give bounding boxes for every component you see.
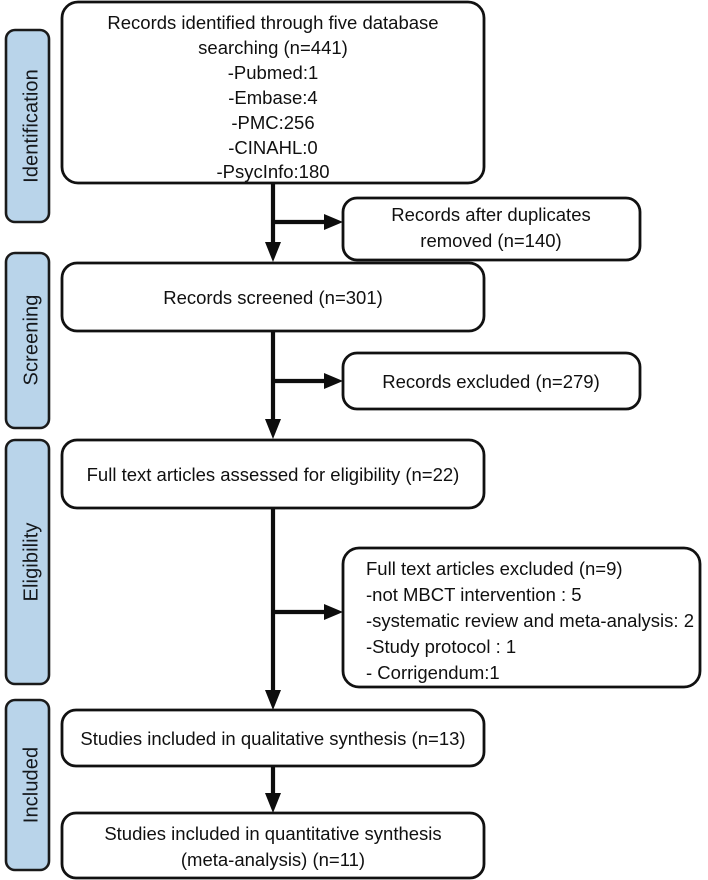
- node-records-identified-line-3: -Pubmed:1: [228, 62, 319, 83]
- stage-bar-included-rect: [4, 698, 51, 872]
- node-duplicates-removed-rect[interactable]: [341, 196, 642, 262]
- node-records-screened-rect[interactable]: [60, 261, 486, 333]
- node-full-text-assessed-rect[interactable]: [60, 438, 486, 510]
- arrowhead-right-2: [324, 373, 343, 389]
- node-records-identified-rect[interactable]: [60, 0, 486, 185]
- node-qualitative-synthesis[interactable]: Studies included in qualitative synthesi…: [60, 708, 486, 768]
- arrowhead-down-4: [265, 793, 281, 813]
- node-duplicates-removed-line-2: removed (n=140): [420, 230, 561, 251]
- node-full-text-excluded-line-1: Full text articles excluded (n=9): [366, 558, 623, 579]
- node-qualitative-synthesis-line-1: Studies included in qualitative synthesi…: [80, 728, 465, 749]
- node-records-identified-line-6: -CINAHL:0: [228, 137, 317, 158]
- arrowhead-down-1: [265, 242, 281, 262]
- stage-label-screening: Screening: [20, 295, 42, 386]
- node-records-screened-line-1: Records screened (n=301): [163, 287, 383, 308]
- connector-branch-to-fulltext-excluded: [273, 604, 343, 620]
- node-full-text-excluded-rect[interactable]: [341, 546, 702, 689]
- node-full-text-excluded-line-3: -systematic review and meta-analysis: 2: [366, 610, 694, 631]
- node-duplicates-removed[interactable]: Records after duplicates removed (n=140): [341, 196, 642, 262]
- node-quantitative-synthesis[interactable]: Studies included in quantitative synthes…: [60, 811, 486, 880]
- arrowhead-right-1: [324, 214, 343, 230]
- node-records-identified-line-1: Records identified through five database: [107, 12, 438, 33]
- stage-label-identification: Identification: [20, 69, 42, 183]
- stage-bar-eligibility: Eligibility: [4, 438, 51, 686]
- node-full-text-assessed-line-1: Full text articles assessed for eligibil…: [87, 464, 460, 485]
- node-full-text-excluded-line-5: - Corrigendum:1: [366, 662, 500, 683]
- node-records-excluded-rect[interactable]: [341, 351, 642, 411]
- arrowhead-down-3: [265, 690, 281, 710]
- stage-bar-identification: Identification: [4, 28, 51, 224]
- node-full-text-excluded-line-2: -not MBCT intervention : 5: [366, 584, 582, 605]
- node-full-text-excluded-line-4: -Study protocol : 1: [366, 636, 516, 657]
- stage-bar-eligibility-rect: [4, 438, 51, 686]
- connector-branch-to-records-excluded: [273, 373, 343, 389]
- stage-bar-identification-rect: [4, 28, 51, 224]
- node-records-identified-line-2: searching (n=441): [198, 37, 348, 58]
- node-records-identified-line-7: -PsycInfo:180: [216, 161, 329, 182]
- stage-label-included: Included: [20, 747, 42, 823]
- connector-fulltext-to-qualitative: [265, 508, 281, 710]
- stage-bar-screening: Screening: [4, 251, 51, 430]
- node-records-excluded[interactable]: Records excluded (n=279): [341, 351, 642, 411]
- connector-identified-to-screened: [265, 182, 281, 262]
- node-records-identified-line-5: -PMC:256: [231, 112, 314, 133]
- stage-bar-included: Included: [4, 698, 51, 872]
- stage-bar-screening-rect: [4, 251, 51, 430]
- node-qualitative-synthesis-rect[interactable]: [60, 708, 486, 768]
- node-quantitative-synthesis-rect[interactable]: [60, 811, 486, 880]
- node-full-text-excluded[interactable]: Full text articles excluded (n=9) -not M…: [341, 546, 702, 689]
- connector-screened-to-fulltext: [265, 331, 281, 439]
- node-full-text-assessed[interactable]: Full text articles assessed for eligibil…: [60, 438, 486, 510]
- node-records-identified-line-4: -Embase:4: [228, 87, 317, 108]
- connector-branch-to-duplicates: [273, 214, 343, 230]
- arrowhead-down-2: [265, 419, 281, 439]
- node-records-excluded-line-1: Records excluded (n=279): [382, 371, 600, 392]
- node-records-screened[interactable]: Records screened (n=301): [60, 261, 486, 333]
- node-quantitative-synthesis-line-1: Studies included in quantitative synthes…: [104, 823, 441, 844]
- arrowhead-right-3: [324, 604, 343, 620]
- node-quantitative-synthesis-line-2: (meta-analysis) (n=11): [181, 849, 365, 870]
- node-records-identified[interactable]: Records identified through five database…: [60, 0, 486, 185]
- connector-qualitative-to-quantitative: [265, 766, 281, 813]
- stage-label-eligibility: Eligibility: [20, 523, 42, 602]
- node-duplicates-removed-line-1: Records after duplicates: [391, 204, 591, 225]
